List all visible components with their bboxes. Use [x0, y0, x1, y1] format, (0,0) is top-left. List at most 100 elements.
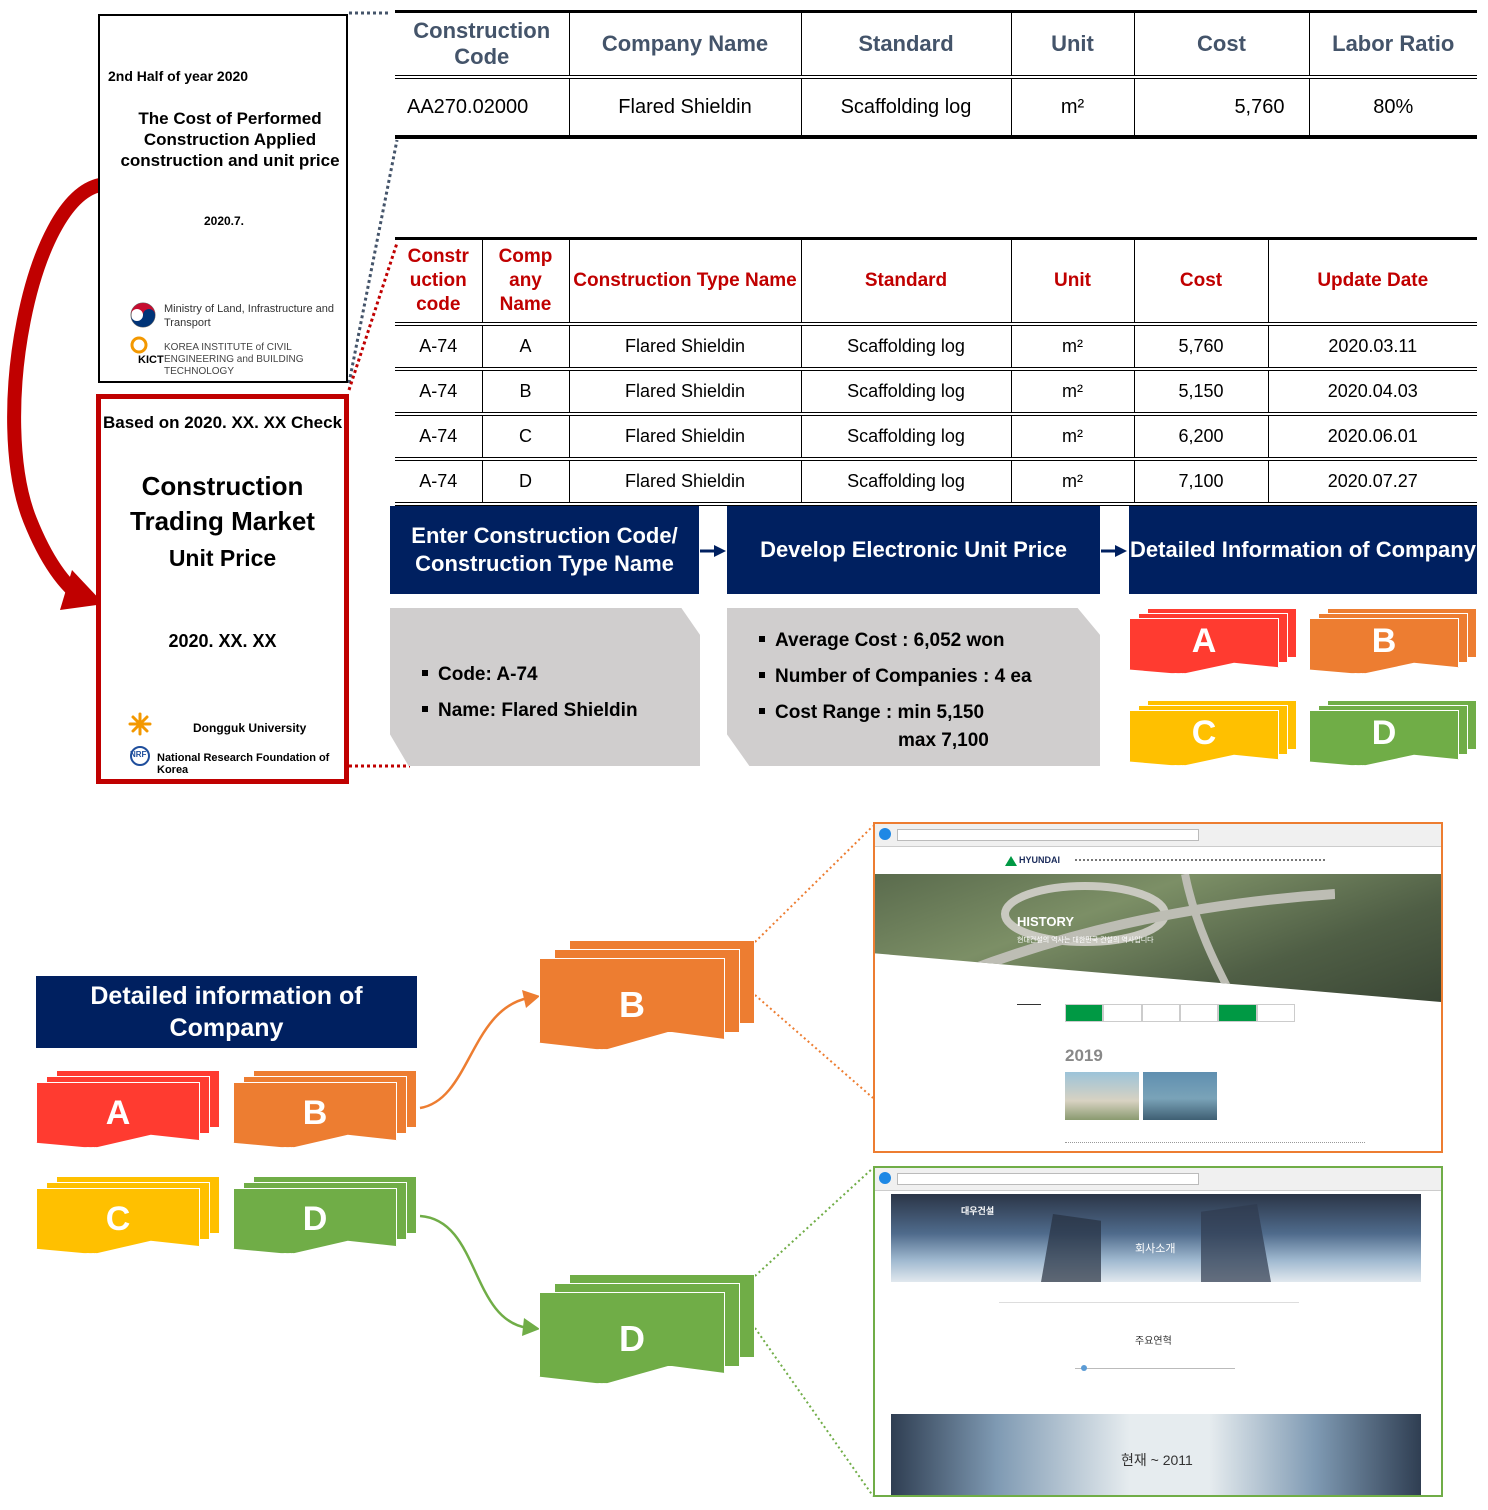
company-label: A — [1129, 622, 1279, 661]
table-header-row: Construction Code Company Name Standard … — [395, 12, 1477, 78]
bullet-item: Average Cost : 6,052 won — [759, 630, 1004, 652]
company-b-large[interactable]: B — [539, 940, 757, 1052]
table-cell: m² — [1011, 369, 1134, 414]
table-cell: D — [482, 459, 569, 504]
table-cell: Flared Shieldin — [569, 459, 801, 504]
dotted-b-bottom — [755, 995, 873, 1098]
dotted-d-top — [755, 1168, 873, 1276]
table-cell: Flared Shieldin — [569, 77, 801, 137]
table-cell: 5,760 — [1134, 77, 1309, 137]
table-cell: 2020.07.27 — [1268, 459, 1477, 504]
table-header: Constr uction code — [395, 239, 482, 325]
detailed-info-header: Detailed information of Company — [36, 976, 417, 1048]
bullet-item: Code: A-74 — [422, 664, 538, 686]
company-c-stack[interactable]: C — [1129, 700, 1299, 768]
table-header: Unit — [1011, 239, 1134, 325]
booklet2-date: 2020. XX. XX — [101, 631, 344, 652]
company-d-large[interactable]: D — [539, 1274, 757, 1386]
company-d-stack-lower[interactable]: D — [233, 1176, 419, 1256]
company-label: C — [36, 1200, 200, 1239]
banner-text: 현재 ~ 2011 — [1121, 1450, 1193, 1470]
timeline — [1075, 1368, 1235, 1369]
company-label: B — [1309, 622, 1459, 661]
company-c-stack-lower[interactable]: C — [36, 1176, 222, 1256]
booklet1-kict-abbr: KICT — [138, 354, 164, 366]
history-hero — [875, 874, 1441, 1002]
bullet-item: Cost Range : min 5,150 — [759, 702, 984, 724]
browser-icon — [879, 1172, 891, 1184]
table-cell: 7,100 — [1134, 459, 1268, 504]
table-cell: m² — [1011, 459, 1134, 504]
table-cell: Scaffolding log — [801, 324, 1011, 369]
browser-chrome — [875, 1168, 1441, 1191]
booklet1-date: 2020.7. — [100, 214, 348, 228]
history-photo-1 — [1065, 1072, 1139, 1120]
building-left — [1041, 1214, 1101, 1282]
table-row: A-74 B Flared Shieldin Scaffolding log m… — [395, 369, 1477, 414]
table-cell: A-74 — [395, 369, 482, 414]
table-cell: 80% — [1309, 77, 1477, 137]
arrow-d-curve — [420, 1216, 528, 1328]
table-cell: A-74 — [395, 414, 482, 459]
company-label: C — [1129, 714, 1279, 753]
table-cell: A-74 — [395, 324, 482, 369]
browser-chrome — [875, 824, 1441, 847]
company-label: A — [36, 1094, 200, 1133]
year-tab[interactable] — [1180, 1004, 1218, 1022]
company-b-stack[interactable]: B — [1309, 608, 1479, 676]
year-tab[interactable] — [1257, 1004, 1295, 1022]
company-label: B — [233, 1094, 397, 1133]
site-menu — [1075, 859, 1325, 865]
input-summary-box: Code: A-74 Name: Flared Shieldin — [390, 608, 700, 766]
booklet1-ministry: Ministry of Land, Infrastructure and Tra… — [164, 302, 344, 330]
company-a-stack[interactable]: A — [1129, 608, 1299, 676]
company-d-stack[interactable]: D — [1309, 700, 1479, 768]
table-row: A-74 D Flared Shieldin Scaffolding log m… — [395, 459, 1477, 504]
table-cell: AA270.02000 — [395, 77, 569, 137]
year-tabs — [1065, 1004, 1295, 1022]
booklet2-nrf-abbr: NRF — [130, 750, 146, 759]
table-cell: Flared Shieldin — [569, 369, 801, 414]
table-header: Standard — [801, 12, 1011, 78]
table-cell: 5,760 — [1134, 324, 1268, 369]
year-tab-active[interactable] — [1218, 1004, 1256, 1022]
table-header: Construction Code — [395, 12, 569, 78]
table-cell: Flared Shieldin — [569, 414, 801, 459]
table-cell: 5,150 — [1134, 369, 1268, 414]
table-header: Company Name — [569, 12, 801, 78]
bullet-item: Name: Flared Shieldin — [422, 700, 638, 722]
footer-line — [1065, 1142, 1365, 1146]
table-cell: 2020.04.03 — [1268, 369, 1477, 414]
table-header: Construction Type Name — [569, 239, 801, 325]
year-tab-active[interactable] — [1065, 1004, 1103, 1022]
booklet2-dongguk: Dongguk University — [193, 721, 306, 735]
section-title: 주요연혁 — [1135, 1332, 1172, 1347]
table-cell: 6,200 — [1134, 414, 1268, 459]
booklet2-nrf: National Research Foundation of Korea — [157, 752, 344, 776]
ministry-emblem-icon — [130, 302, 156, 328]
table-header: Cost — [1134, 12, 1309, 78]
table-cell: Scaffolding log — [801, 414, 1011, 459]
table-cell: C — [482, 414, 569, 459]
sub-tabs — [999, 1292, 1299, 1303]
company-a-stack-lower[interactable]: A — [36, 1070, 222, 1150]
timeline-dot[interactable] — [1081, 1365, 1087, 1371]
year-tab[interactable] — [1103, 1004, 1141, 1022]
side-menu — [1017, 1004, 1041, 1045]
table-header: Unit — [1011, 12, 1134, 78]
table-header: Cost — [1134, 239, 1268, 325]
booklet1-title: The Cost of Performed Construction Appli… — [114, 108, 346, 171]
booklet2-subtitle: Unit Price — [101, 545, 344, 572]
hero-title: HISTORY — [1017, 914, 1074, 929]
table-row: A-74 A Flared Shieldin Scaffolding log m… — [395, 324, 1477, 369]
address-bar[interactable] — [897, 829, 1199, 841]
address-bar[interactable] — [897, 1173, 1199, 1185]
trading-market-table: Constr uction code Comp any Name Constru… — [395, 237, 1477, 506]
table-cell: B — [482, 369, 569, 414]
step-enter-code: Enter Construction Code/ Construction Ty… — [390, 506, 699, 594]
company-b-stack-lower[interactable]: B — [233, 1070, 419, 1150]
booklet1-period: 2nd Half of year 2020 — [108, 68, 248, 84]
table-header: Standard — [801, 239, 1011, 325]
booklet2-check-date: Based on 2020. XX. XX Check — [101, 413, 344, 433]
year-tab[interactable] — [1142, 1004, 1180, 1022]
